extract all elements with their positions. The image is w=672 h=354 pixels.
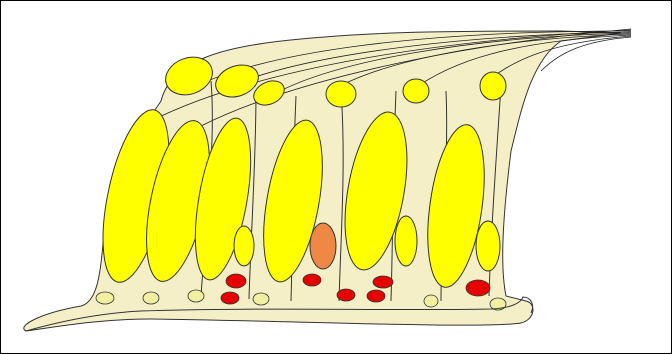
small-cell-2 bbox=[395, 216, 417, 266]
red-cell-2 bbox=[221, 292, 239, 304]
pale-cell-4 bbox=[253, 293, 269, 305]
upper-cell-4 bbox=[326, 81, 356, 107]
upper-cell-6 bbox=[480, 72, 506, 100]
pale-cell-5 bbox=[424, 295, 438, 307]
red-cell-6 bbox=[367, 290, 385, 302]
small-cell-3 bbox=[476, 221, 500, 271]
red-cell-5 bbox=[373, 276, 393, 288]
highlight-cell bbox=[310, 223, 336, 269]
pale-cell-1 bbox=[96, 292, 114, 304]
red-cell-7 bbox=[466, 280, 490, 296]
upper-cell-5 bbox=[403, 79, 429, 103]
red-cell-3 bbox=[303, 274, 321, 286]
small-cell-1 bbox=[234, 226, 254, 266]
red-cell-4 bbox=[337, 289, 355, 301]
pale-cell-3 bbox=[188, 290, 204, 302]
pale-cell-2 bbox=[143, 292, 159, 304]
red-cell-1 bbox=[226, 274, 246, 288]
